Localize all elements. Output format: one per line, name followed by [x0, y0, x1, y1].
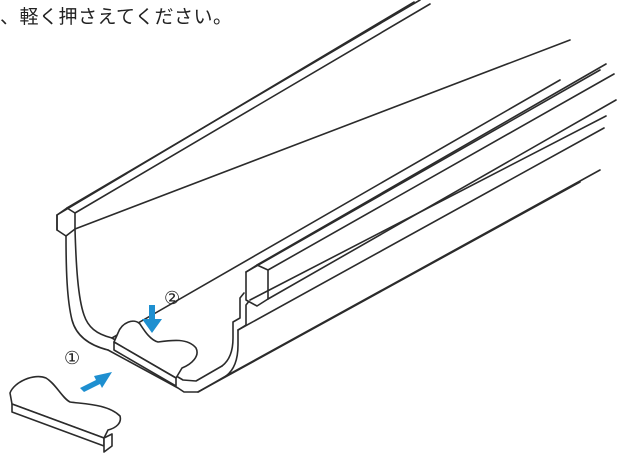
arrow-down-icon: [142, 305, 162, 333]
end-cap-loose: [9, 375, 122, 453]
instruction-text: 、軽く押さえてください。: [0, 6, 233, 28]
step-2-label: ②: [164, 288, 180, 309]
end-cap-inserted: [113, 320, 198, 387]
arrow-right-up-icon: [80, 372, 112, 392]
step-1-label: ①: [64, 348, 80, 369]
